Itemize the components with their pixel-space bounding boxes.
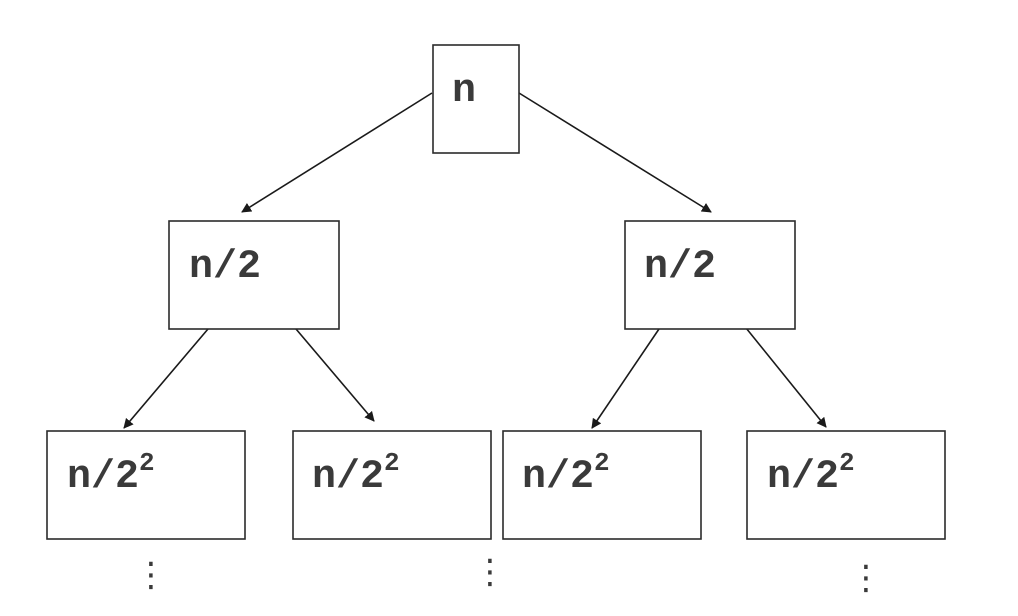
node-root: n [432, 44, 520, 154]
node-level1-left-label: n/2 [189, 245, 261, 290]
node-level1-right: n/2 [624, 220, 796, 330]
node-level2-1: n/22 [46, 430, 246, 540]
continuation-markers: ⋮ ⋮ ⋮ [134, 552, 883, 598]
edge-right-to-rr [741, 322, 827, 428]
edge-left-to-lr [295, 328, 375, 422]
continuation-dots-3: ⋮ [849, 558, 883, 598]
node-level1-left: n/2 [168, 220, 340, 330]
node-level1-right-label: n/2 [644, 245, 716, 290]
node-level2-1-label: n/22 [67, 448, 155, 500]
edge-left-to-ll [123, 328, 209, 429]
tree-edges [123, 92, 827, 429]
node-level2-3-label: n/22 [522, 448, 610, 500]
node-level2-4-label: n/22 [767, 448, 855, 500]
edge-root-to-right [518, 92, 712, 213]
edge-root-to-left [241, 92, 433, 213]
continuation-dots-2: ⋮ [473, 552, 507, 592]
continuation-dots-1: ⋮ [134, 555, 168, 595]
node-level2-3: n/22 [502, 430, 702, 540]
edge-right-to-rl [591, 328, 660, 429]
node-level2-2: n/22 [292, 430, 492, 540]
node-root-label: n [452, 69, 476, 114]
node-level2-4: n/22 [746, 430, 946, 540]
node-level2-2-label: n/22 [312, 448, 400, 500]
